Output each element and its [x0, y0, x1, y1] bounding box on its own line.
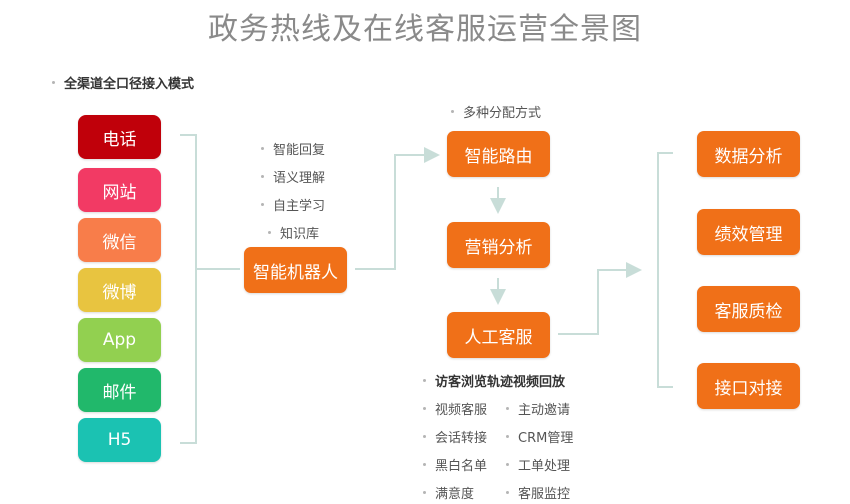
output-data-analysis: 数据分析	[697, 131, 800, 177]
bullet-dot	[423, 407, 426, 410]
human-feature-item: 客服监控	[506, 483, 570, 502]
human-feature-text: 黑白名单	[435, 459, 488, 474]
bullet-dot	[506, 463, 509, 466]
robot-feature-item: 自主学习	[261, 195, 325, 214]
human-feature-text: 会话转接	[435, 431, 488, 446]
channel-wechat: 微信	[78, 218, 161, 262]
channel-mode-label: 全渠道全口径接入模式	[52, 73, 194, 92]
channel-weibo: 微博	[78, 268, 161, 312]
robot-feature-text: 知识库	[280, 227, 320, 242]
bullet-dot	[261, 203, 264, 206]
channel-app: App	[78, 318, 161, 362]
robot-feature-item: 知识库	[268, 223, 319, 242]
robot-feature-item: 语义理解	[261, 167, 325, 186]
marketing-box: 营销分析	[447, 222, 550, 268]
bullet-dot	[451, 110, 454, 113]
robot-to-routing-line	[355, 147, 440, 270]
human-feature-item: 主动邀请	[506, 399, 570, 418]
bullet-dot	[52, 81, 55, 84]
bullet-dot	[268, 231, 271, 234]
human-feature-item: 视频客服	[423, 399, 487, 418]
human-feature-item: 满意度	[423, 483, 474, 502]
channel-phone: 电话	[78, 115, 161, 159]
human-feature-text: 主动邀请	[518, 403, 571, 418]
page-title: 政务热线及在线客服运营全景图	[208, 12, 642, 47]
bullet-dot	[423, 491, 426, 494]
human-feature-text: 满意度	[435, 487, 475, 502]
human-feature-item: 工单处理	[506, 455, 570, 474]
bullet-dot	[423, 463, 426, 466]
output-bracket	[657, 152, 673, 388]
human-to-outputs-line	[558, 262, 642, 335]
channel-email: 邮件	[78, 368, 161, 412]
robot-feature-text: 自主学习	[273, 199, 326, 214]
human-feature-text: 工单处理	[518, 459, 571, 474]
robot-feature-item: 智能回复	[261, 139, 325, 158]
bullet-dot	[423, 435, 426, 438]
output-interface-integration: 接口对接	[697, 363, 800, 409]
bullet-dot	[506, 407, 509, 410]
routing-note-text: 多种分配方式	[463, 106, 542, 121]
bullet-dot	[506, 491, 509, 494]
human-feature-item: CRM管理	[506, 427, 573, 446]
bullet-dot	[506, 435, 509, 438]
human-feature-item: 会话转接	[423, 427, 487, 446]
output-performance-management: 绩效管理	[697, 209, 800, 255]
robot-feature-text: 语义理解	[273, 171, 326, 186]
bullet-dot	[261, 147, 264, 150]
routing-note: 多种分配方式	[451, 102, 541, 121]
channel-h5: H5	[78, 418, 161, 462]
channel-mode-text: 全渠道全口径接入模式	[64, 77, 195, 92]
human-feature-item: 黑白名单	[423, 455, 487, 474]
human-heading: 访客浏览轨迹视频回放	[423, 371, 565, 390]
bullet-dot	[261, 175, 264, 178]
output-quality-inspection: 客服质检	[697, 286, 800, 332]
channel-website: 网站	[78, 168, 161, 212]
robot-box: 智能机器人	[244, 247, 347, 293]
channel-bracket	[180, 134, 197, 444]
human-feature-text: CRM管理	[518, 431, 574, 446]
human-feature-text: 视频客服	[435, 403, 488, 418]
human-heading-text: 访客浏览轨迹视频回放	[435, 375, 566, 390]
bullet-dot	[423, 379, 426, 382]
human-feature-text: 客服监控	[518, 487, 571, 502]
routing-box: 智能路由	[447, 131, 550, 177]
robot-feature-text: 智能回复	[273, 143, 326, 158]
human-service-box: 人工客服	[447, 312, 550, 358]
